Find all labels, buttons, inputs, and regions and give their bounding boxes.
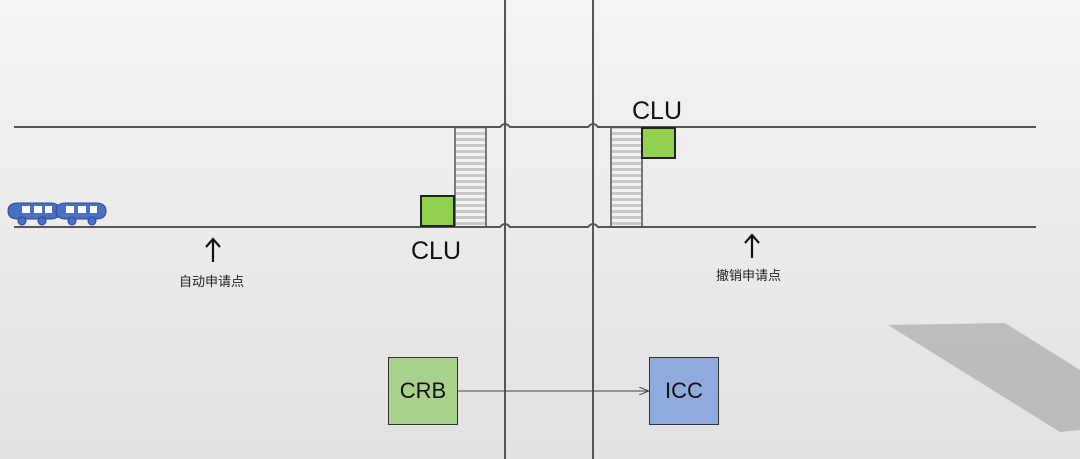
clu-left-label: CLU (411, 237, 462, 265)
auto-request-point-label: 自动申请点 (179, 274, 245, 289)
auto-request-arrow-icon (205, 237, 221, 262)
clu-left-square (420, 195, 455, 227)
crb-box: CRB (388, 357, 458, 425)
crosswalk-right (611, 127, 642, 227)
cancel-request-arrow-icon (744, 233, 760, 258)
train-icon (7, 202, 107, 226)
cancel-request-point-label: 撤销申请点 (716, 268, 782, 283)
clu-right-square (641, 127, 676, 159)
clu-right-label: CLU (632, 97, 683, 125)
icc-box: ICC (649, 357, 719, 425)
crosswalk-left (455, 127, 486, 227)
track-bottom (14, 223, 1036, 228)
track-top (14, 123, 1036, 128)
shadow-shape (888, 323, 1080, 432)
